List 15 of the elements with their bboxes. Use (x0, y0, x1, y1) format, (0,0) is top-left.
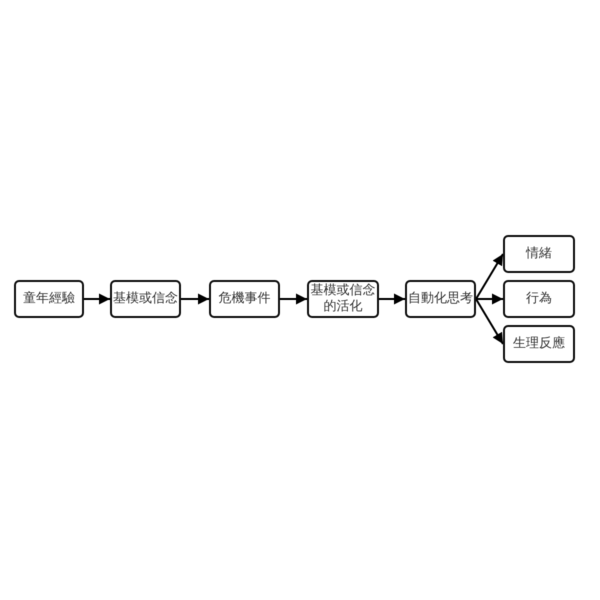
process-box: 基模或信念的活化 (307, 280, 379, 318)
arrow (475, 298, 504, 345)
process-box: 危機事件 (209, 280, 280, 318)
arrow (84, 294, 110, 304)
process-box: 基模或信念 (110, 280, 181, 318)
process-box: 情緒 (503, 235, 575, 273)
arrow (475, 253, 504, 300)
process-box: 行為 (503, 280, 575, 318)
arrow (181, 294, 209, 304)
process-box: 生理反應 (503, 325, 575, 363)
arrow (280, 294, 307, 304)
process-box: 童年經驗 (14, 280, 84, 318)
process-box: 自動化思考 (405, 280, 476, 318)
arrow (476, 294, 503, 304)
arrow (379, 294, 405, 304)
